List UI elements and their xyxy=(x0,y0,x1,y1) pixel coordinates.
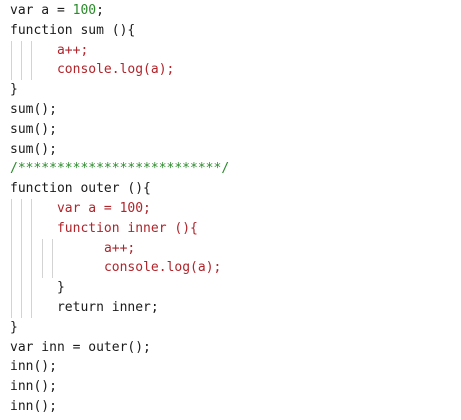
code-text: var a = 100; xyxy=(10,201,151,216)
code-line: inn(); xyxy=(10,357,458,377)
indent-guide xyxy=(51,258,53,279)
indent-guide xyxy=(31,198,33,219)
indent-guide xyxy=(31,40,33,61)
code-token: var a = 100; xyxy=(56,200,151,216)
code-text: inn(); xyxy=(10,399,57,414)
indent-guide xyxy=(31,297,33,318)
code-token: sum(); xyxy=(10,121,57,137)
indent-guide xyxy=(11,258,12,279)
indent-guide xyxy=(21,40,23,61)
indent-guide xyxy=(21,198,23,219)
code-token: inn(); xyxy=(10,379,57,395)
code-text: inn(); xyxy=(10,359,57,374)
code-line: console.log(a); xyxy=(10,258,458,279)
code-text: console.log(a); xyxy=(10,260,221,275)
indent-guide xyxy=(11,238,12,259)
code-token: function outer (){ xyxy=(10,181,151,197)
code-text: function sum (){ xyxy=(10,23,135,38)
indent-guide xyxy=(31,258,33,279)
code-line: } xyxy=(10,80,458,100)
indent-guide xyxy=(31,278,33,298)
code-line: a++; xyxy=(10,40,458,61)
code-text: var inn = outer(); xyxy=(10,340,151,355)
indent-guide xyxy=(21,238,23,259)
code-line: function sum (){ xyxy=(10,21,458,41)
code-text: /**************************/ xyxy=(10,161,229,176)
indent-guide xyxy=(11,297,12,318)
code-text: sum(); xyxy=(10,102,57,117)
code-token: } xyxy=(10,82,18,98)
code-line: sum(); xyxy=(10,100,458,120)
code-text: function inner (){ xyxy=(10,221,198,236)
code-token: 100 xyxy=(72,3,97,18)
code-text: } xyxy=(10,82,18,97)
indent-guide xyxy=(51,238,53,259)
code-text: console.log(a); xyxy=(10,62,174,77)
code-line: function inner (){ xyxy=(10,218,458,239)
code-text: sum(); xyxy=(10,142,57,157)
code-token: console.log(a); xyxy=(103,260,222,276)
indent-guide xyxy=(31,60,33,81)
indent-guide xyxy=(41,238,43,259)
code-token: } xyxy=(56,280,65,296)
code-token: inn(); xyxy=(10,398,57,414)
code-text: return inner; xyxy=(10,300,159,315)
indent-guide xyxy=(11,198,12,219)
code-text: var a = 100; xyxy=(10,3,104,18)
code-token: var a = xyxy=(10,3,73,18)
code-token: } xyxy=(10,319,18,335)
indent-guide xyxy=(31,238,33,259)
code-text: sum(); xyxy=(10,122,57,137)
code-line: } xyxy=(10,318,458,338)
code-token: function inner (){ xyxy=(56,220,198,236)
code-token: function sum (){ xyxy=(10,22,136,38)
code-token: a++; xyxy=(103,240,136,256)
code-line: var inn = outer(); xyxy=(10,338,458,358)
code-line: var a = 100; xyxy=(10,198,458,219)
code-token: sum(); xyxy=(10,141,57,157)
code-view: var a = 100; function sum (){ a++; console.… xyxy=(10,1,458,417)
indent-guide xyxy=(21,297,23,318)
code-token: return inner; xyxy=(56,299,159,315)
code-text: a++; xyxy=(10,241,135,256)
code-text: } xyxy=(10,320,18,335)
code-line: inn(); xyxy=(10,377,458,397)
code-token: console.log(a); xyxy=(56,62,175,78)
indent-guide xyxy=(21,258,23,279)
code-token: ; xyxy=(96,3,104,18)
code-token: a++; xyxy=(56,42,89,58)
indent-guide xyxy=(21,278,23,298)
code-line: inn(); xyxy=(10,397,458,417)
code-line: var a = 100; xyxy=(10,1,458,21)
code-line: sum(); xyxy=(10,140,458,160)
code-text: a++; xyxy=(10,43,88,58)
code-line: a++; xyxy=(10,238,458,259)
indent-guide xyxy=(11,278,12,298)
indent-guide xyxy=(21,60,23,81)
code-line: console.log(a); xyxy=(10,60,458,81)
code-line: function outer (){ xyxy=(10,179,458,199)
indent-guide xyxy=(41,258,43,279)
code-line: } xyxy=(10,278,458,298)
code-token: /**************************/ xyxy=(10,161,230,177)
code-line: /**************************/ xyxy=(10,159,458,179)
code-token: inn(); xyxy=(10,359,57,375)
indent-guide xyxy=(31,218,33,239)
indent-guide xyxy=(11,40,12,61)
indent-guide xyxy=(11,218,12,239)
code-line: return inner; xyxy=(10,297,458,318)
code-text: } xyxy=(10,280,65,295)
code-line: sum(); xyxy=(10,120,458,140)
code-text: inn(); xyxy=(10,379,57,394)
code-token: var inn = outer(); xyxy=(10,339,151,355)
code-token: sum(); xyxy=(10,101,57,117)
indent-guide xyxy=(11,60,12,81)
indent-guide xyxy=(21,218,23,239)
code-text: function outer (){ xyxy=(10,181,151,196)
